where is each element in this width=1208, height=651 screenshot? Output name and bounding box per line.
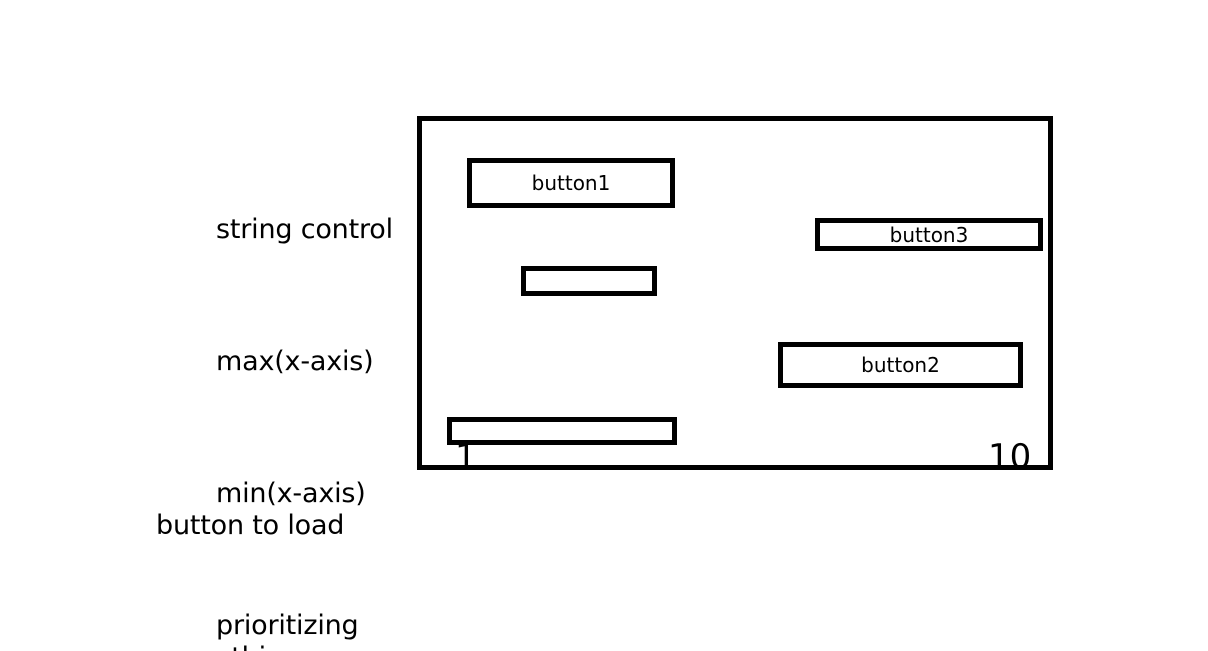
plot-bar-bar-1[interactable]: button1: [467, 158, 675, 208]
load-description-text: button to load everything: [156, 416, 344, 651]
plot-bar-label: button2: [861, 353, 940, 377]
plot-frame: button1 button3 button2: [417, 116, 1053, 470]
load-description-line-2: everything: [156, 636, 344, 651]
control-description-line-4: prioritizing: [216, 610, 359, 641]
plot-bar-bar-unlabeled-1[interactable]: [521, 266, 657, 296]
load-description-line-1: button to load: [156, 510, 345, 541]
control-description-text: string control max(x-axis) min(x-axis) p…: [216, 120, 393, 651]
control-description-line-3: min(x-axis): [216, 478, 366, 509]
plot-bar-label: button3: [889, 222, 969, 247]
plot-bar-label: button1: [531, 171, 611, 195]
x-axis-max-tick-label: 10: [988, 437, 1032, 477]
x-axis-min-tick-label: 1: [455, 437, 477, 477]
plot-bar-bar-2[interactable]: button2: [778, 342, 1023, 388]
plot-bar-bar-3[interactable]: button3: [815, 218, 1043, 251]
control-description-line-2: max(x-axis): [216, 346, 374, 377]
plot-bar-bar-unlabeled-2[interactable]: [447, 417, 677, 445]
control-description-line-1: string control: [216, 214, 393, 245]
